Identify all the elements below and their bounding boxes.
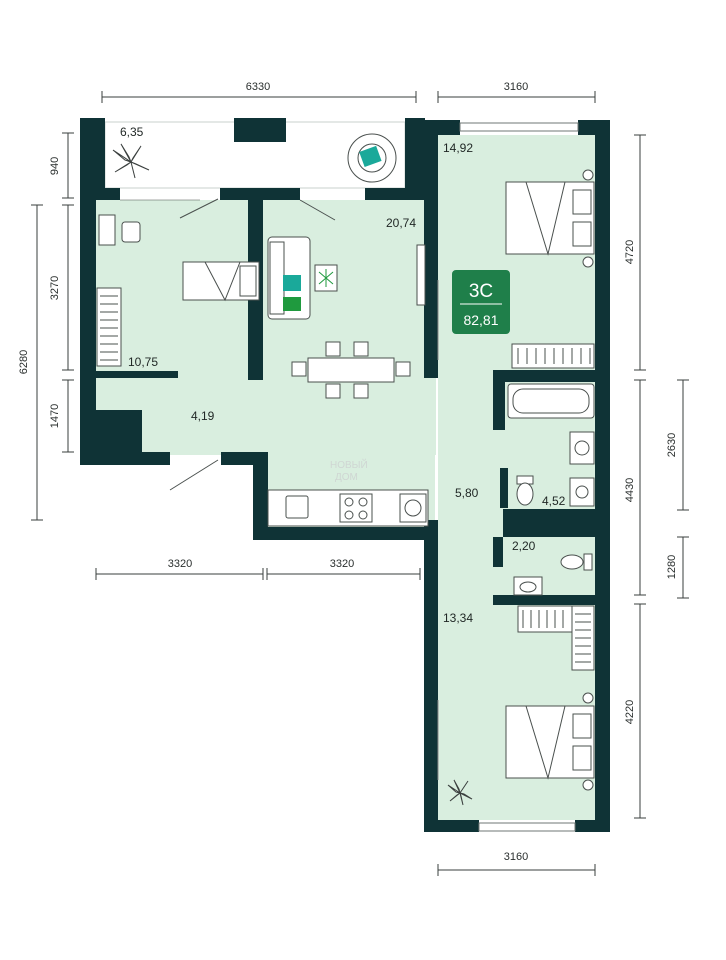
sink-icon [513, 576, 543, 596]
table-icon [291, 341, 411, 399]
sofa-icon [267, 236, 311, 320]
wardrobe-icon [511, 343, 595, 369]
dim-left-940: 940 [49, 157, 61, 175]
room-area-wc: 2,20 [512, 539, 536, 553]
flat-type: 3С [469, 281, 493, 302]
room-area-bath: 4,52 [542, 494, 566, 508]
dim-right-2630: 2630 [666, 433, 678, 457]
plant-icon [314, 264, 338, 292]
flat-area: 82,81 [463, 312, 498, 328]
door-swings [120, 198, 439, 780]
bathtub-icon [507, 383, 595, 419]
toilet-icon [560, 553, 593, 571]
dim-right-1280: 1280 [666, 555, 678, 579]
dim-left-3270: 3270 [49, 276, 61, 300]
room-area-balcony: 6,35 [120, 125, 144, 139]
dim-left-1470: 1470 [49, 404, 61, 428]
tv-icon [416, 244, 426, 306]
room-area-hall: 4,19 [191, 409, 215, 423]
room-area-living: 20,74 [386, 216, 416, 230]
stove-icon [339, 493, 373, 523]
sink-icon [569, 431, 595, 465]
watermark-line2: ДОМ [335, 472, 358, 483]
bed-icon [182, 261, 260, 302]
dim-right-4430: 4430 [624, 478, 636, 502]
bed-icon [505, 692, 595, 791]
desk-icon [98, 214, 141, 246]
room-area-bedroom-ne: 14,92 [443, 141, 473, 155]
wardrobe-icon [517, 605, 595, 671]
armchair-icon [347, 133, 397, 183]
room-area-bedroom-s: 13,34 [443, 611, 473, 625]
plant-icon [447, 779, 473, 806]
sink-icon [285, 495, 309, 519]
dimension-lines [31, 91, 689, 876]
wardrobe-icon [96, 287, 122, 367]
flat-badge: 3С 82,81 [452, 270, 510, 334]
dim-right-4720: 4720 [624, 240, 636, 264]
walls [80, 118, 610, 832]
floor-areas [96, 135, 595, 820]
dim-left-6280: 6280 [18, 350, 30, 374]
dim-bottom-3160: 3160 [504, 851, 528, 863]
dim-mid-right-3320: 3320 [330, 558, 354, 570]
toilet-icon [516, 475, 534, 506]
washer-icon [569, 477, 595, 507]
room-area-bedroom-w: 10,75 [128, 355, 158, 369]
dim-mid-left-3320: 3320 [168, 558, 192, 570]
watermark-line1: НОВЫЙ [330, 458, 368, 471]
bed-icon [505, 169, 595, 268]
room-area-corridor: 5,80 [455, 486, 479, 500]
plant-icon [112, 143, 150, 179]
dim-right-4220: 4220 [624, 700, 636, 724]
windows [459, 122, 579, 832]
dim-top-left: 6330 [246, 81, 270, 93]
dim-top-right: 3160 [504, 81, 528, 93]
kitchen-counter [267, 489, 429, 527]
